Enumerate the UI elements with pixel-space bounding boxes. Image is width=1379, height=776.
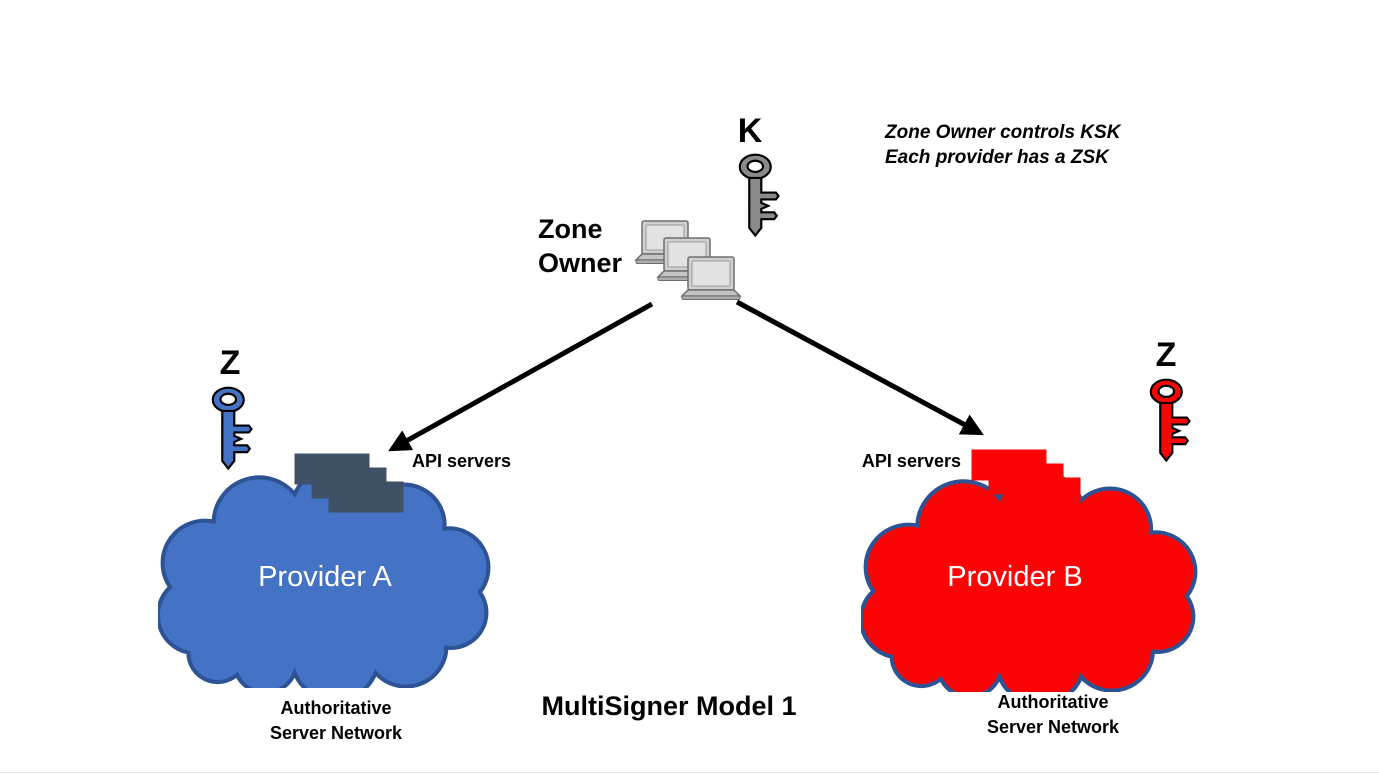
bottom-hairline bbox=[0, 772, 1379, 773]
zone-owner-line1: Zone bbox=[538, 214, 603, 244]
api-servers-label-b: API servers bbox=[861, 451, 961, 471]
annotation-line2: Each provider has a ZSK bbox=[885, 147, 1109, 168]
annotation-note: Zone Owner controls KSK Each provider has… bbox=[885, 120, 1120, 170]
zsk-a-key-letter: Z bbox=[219, 344, 241, 382]
zone-owner-line2: Owner bbox=[538, 248, 623, 278]
provider-b-name: Provider B bbox=[947, 561, 1083, 593]
arrow-to-provider-b bbox=[735, 299, 984, 436]
caption-a-line2: Server Network bbox=[269, 723, 403, 743]
caption-b-line2: Server Network bbox=[986, 717, 1120, 737]
zsk-b-key-letter: Z bbox=[1155, 336, 1177, 374]
provider-a-name: Provider A bbox=[258, 561, 392, 593]
ksk-key-letter: K bbox=[737, 112, 763, 150]
api-servers-label-a: API servers bbox=[412, 451, 512, 471]
arrow-to-provider-a bbox=[388, 301, 654, 452]
caption-b-line1: Authoritative bbox=[997, 692, 1109, 712]
annotation-line1: Zone Owner controls KSK bbox=[885, 122, 1121, 143]
diagram-title: MultiSigner Model 1 bbox=[541, 691, 797, 721]
caption-a-line1: Authoritative bbox=[280, 698, 392, 718]
